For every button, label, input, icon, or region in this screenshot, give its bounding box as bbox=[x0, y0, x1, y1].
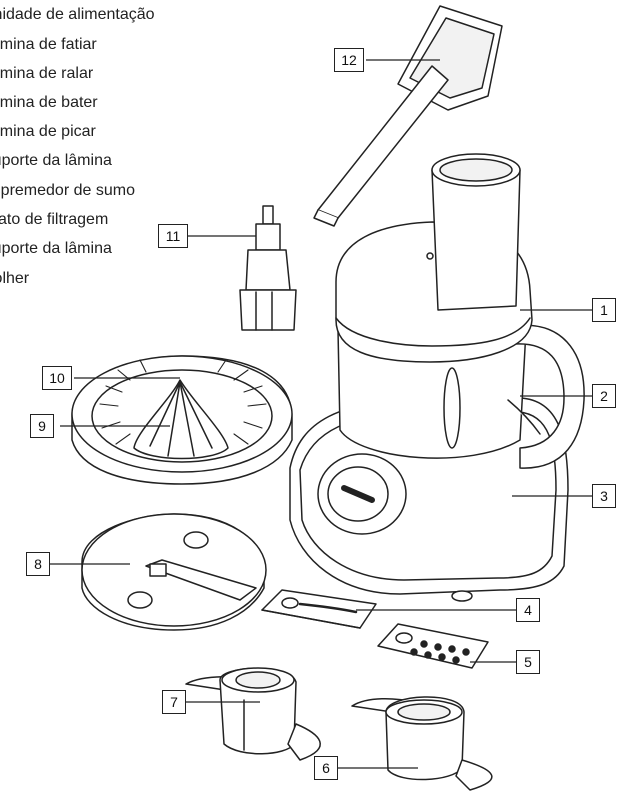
legend-item-1: Unidade de alimentação bbox=[0, 6, 155, 23]
legend-item-7: Espremedor de sumo bbox=[0, 182, 135, 199]
legend-item-9: Suporte da lâmina bbox=[0, 240, 112, 257]
legend-item-3: Lâmina de ralar bbox=[0, 65, 94, 82]
callout-2: 2 bbox=[592, 384, 616, 408]
callout-10: 10 bbox=[42, 366, 72, 390]
callout-3: 3 bbox=[592, 484, 616, 508]
lid-feeder-part bbox=[335, 153, 533, 363]
callout-11: 11 bbox=[158, 224, 188, 248]
legend-item-10: Colher bbox=[0, 270, 30, 287]
blade-holder-shaft-part bbox=[239, 205, 297, 331]
callout-6: 6 bbox=[314, 756, 338, 780]
legend-item-4: Lâmina de bater bbox=[0, 94, 98, 111]
chopping-blade-part bbox=[351, 696, 493, 791]
blade-holder-part bbox=[185, 667, 321, 761]
parts-legend: Unidade de alimentação Lâmina de fatiar … bbox=[0, 0, 210, 300]
callout-4: 4 bbox=[516, 598, 540, 622]
juicer-part bbox=[71, 355, 293, 485]
callout-5: 5 bbox=[516, 650, 540, 674]
callout-8: 8 bbox=[26, 552, 50, 576]
callout-1: 1 bbox=[592, 298, 616, 322]
legend-item-5: Lâmina de picar bbox=[0, 123, 96, 140]
legend-item-2: Lâmina de fatiar bbox=[0, 36, 97, 53]
spatula-part bbox=[313, 5, 503, 227]
legend-item-6: Suporte da lâmina bbox=[0, 152, 112, 169]
shredding-blade-part bbox=[377, 623, 489, 669]
callout-12: 12 bbox=[334, 48, 364, 72]
legend-item-8: Prato de filtragem bbox=[0, 211, 109, 228]
bowl-part bbox=[337, 324, 585, 469]
callout-9: 9 bbox=[30, 414, 54, 438]
callout-7: 7 bbox=[162, 690, 186, 714]
grating-blade-part bbox=[261, 589, 377, 629]
slicing-disc-part bbox=[81, 513, 267, 631]
leader-lines bbox=[50, 59, 592, 769]
